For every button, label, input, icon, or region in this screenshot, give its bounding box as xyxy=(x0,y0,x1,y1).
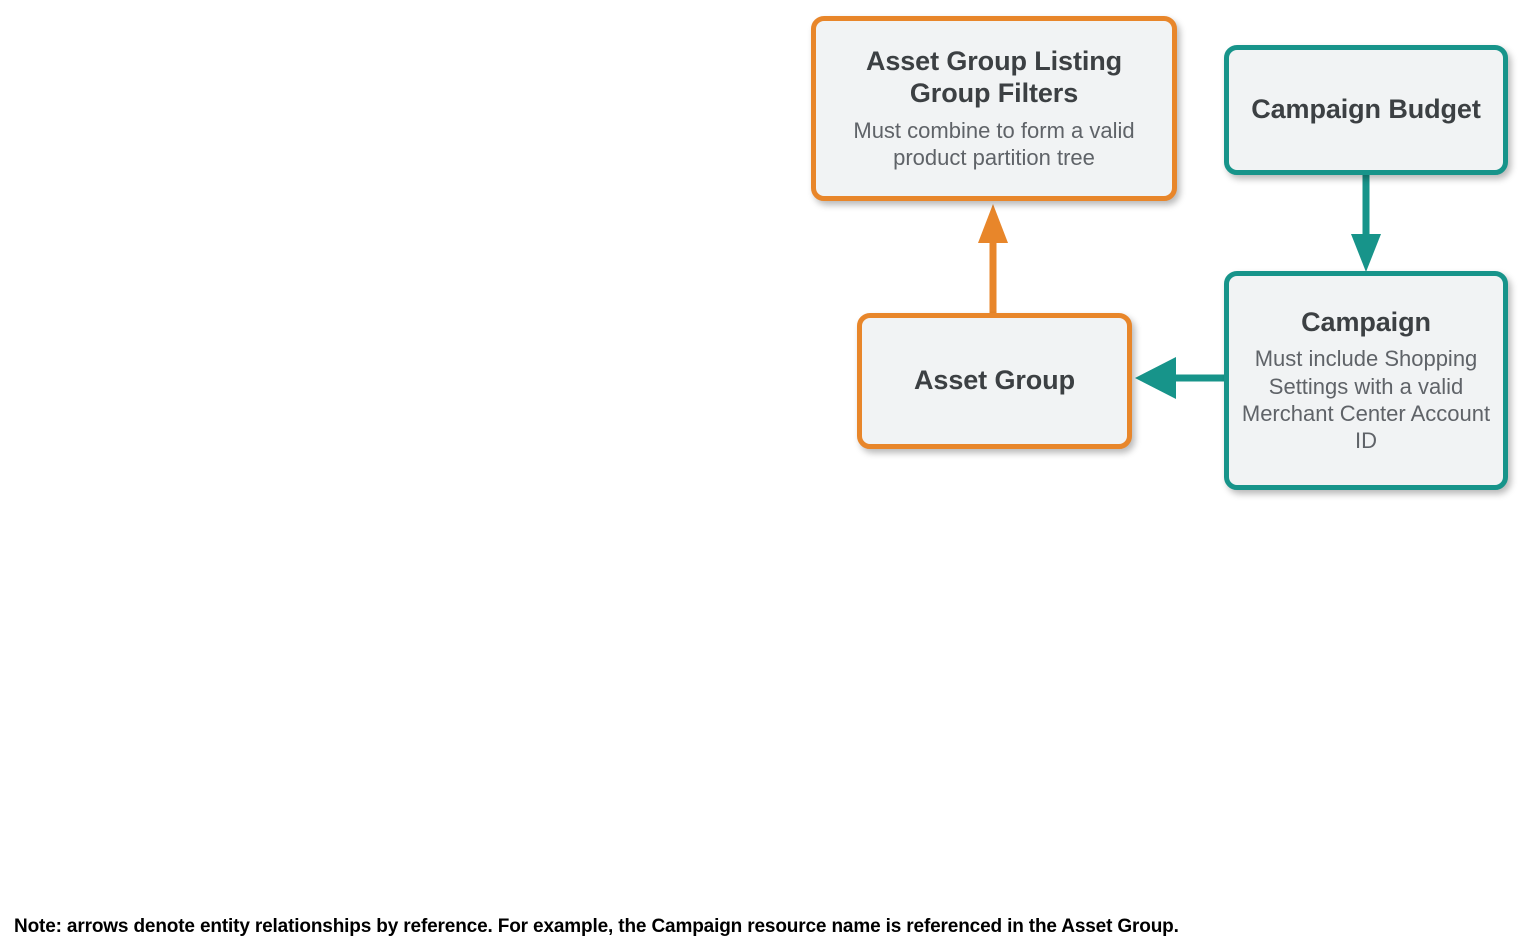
node-subtitle: Must include Shopping Settings with a va… xyxy=(1241,346,1491,454)
node-title: Campaign Budget xyxy=(1251,94,1481,125)
arrow-head-up-icon xyxy=(978,204,1008,243)
arrow-campaign-to-asset-group xyxy=(1135,357,1226,399)
node-asset-group-listing-group-filters[interactable]: Asset Group Listing Group Filters Must c… xyxy=(811,16,1177,201)
arrow-head-left-icon xyxy=(1135,357,1176,399)
node-campaign-budget[interactable]: Campaign Budget xyxy=(1224,45,1508,175)
node-asset-group[interactable]: Asset Group xyxy=(857,313,1132,449)
node-title: Asset Group xyxy=(914,365,1075,396)
arrow-asset-group-to-listing-group-filters xyxy=(978,204,1008,316)
node-title: Asset Group Listing Group Filters xyxy=(865,45,1123,108)
node-title: Campaign xyxy=(1301,306,1431,337)
node-subtitle: Must combine to form a valid product par… xyxy=(853,117,1135,170)
diagram-footnote: Note: arrows denote entity relationships… xyxy=(14,916,1179,937)
arrow-head-down-icon xyxy=(1351,234,1381,272)
arrow-campaign-budget-to-campaign xyxy=(1351,174,1381,272)
node-campaign[interactable]: Campaign Must include Shopping Settings … xyxy=(1224,271,1508,490)
